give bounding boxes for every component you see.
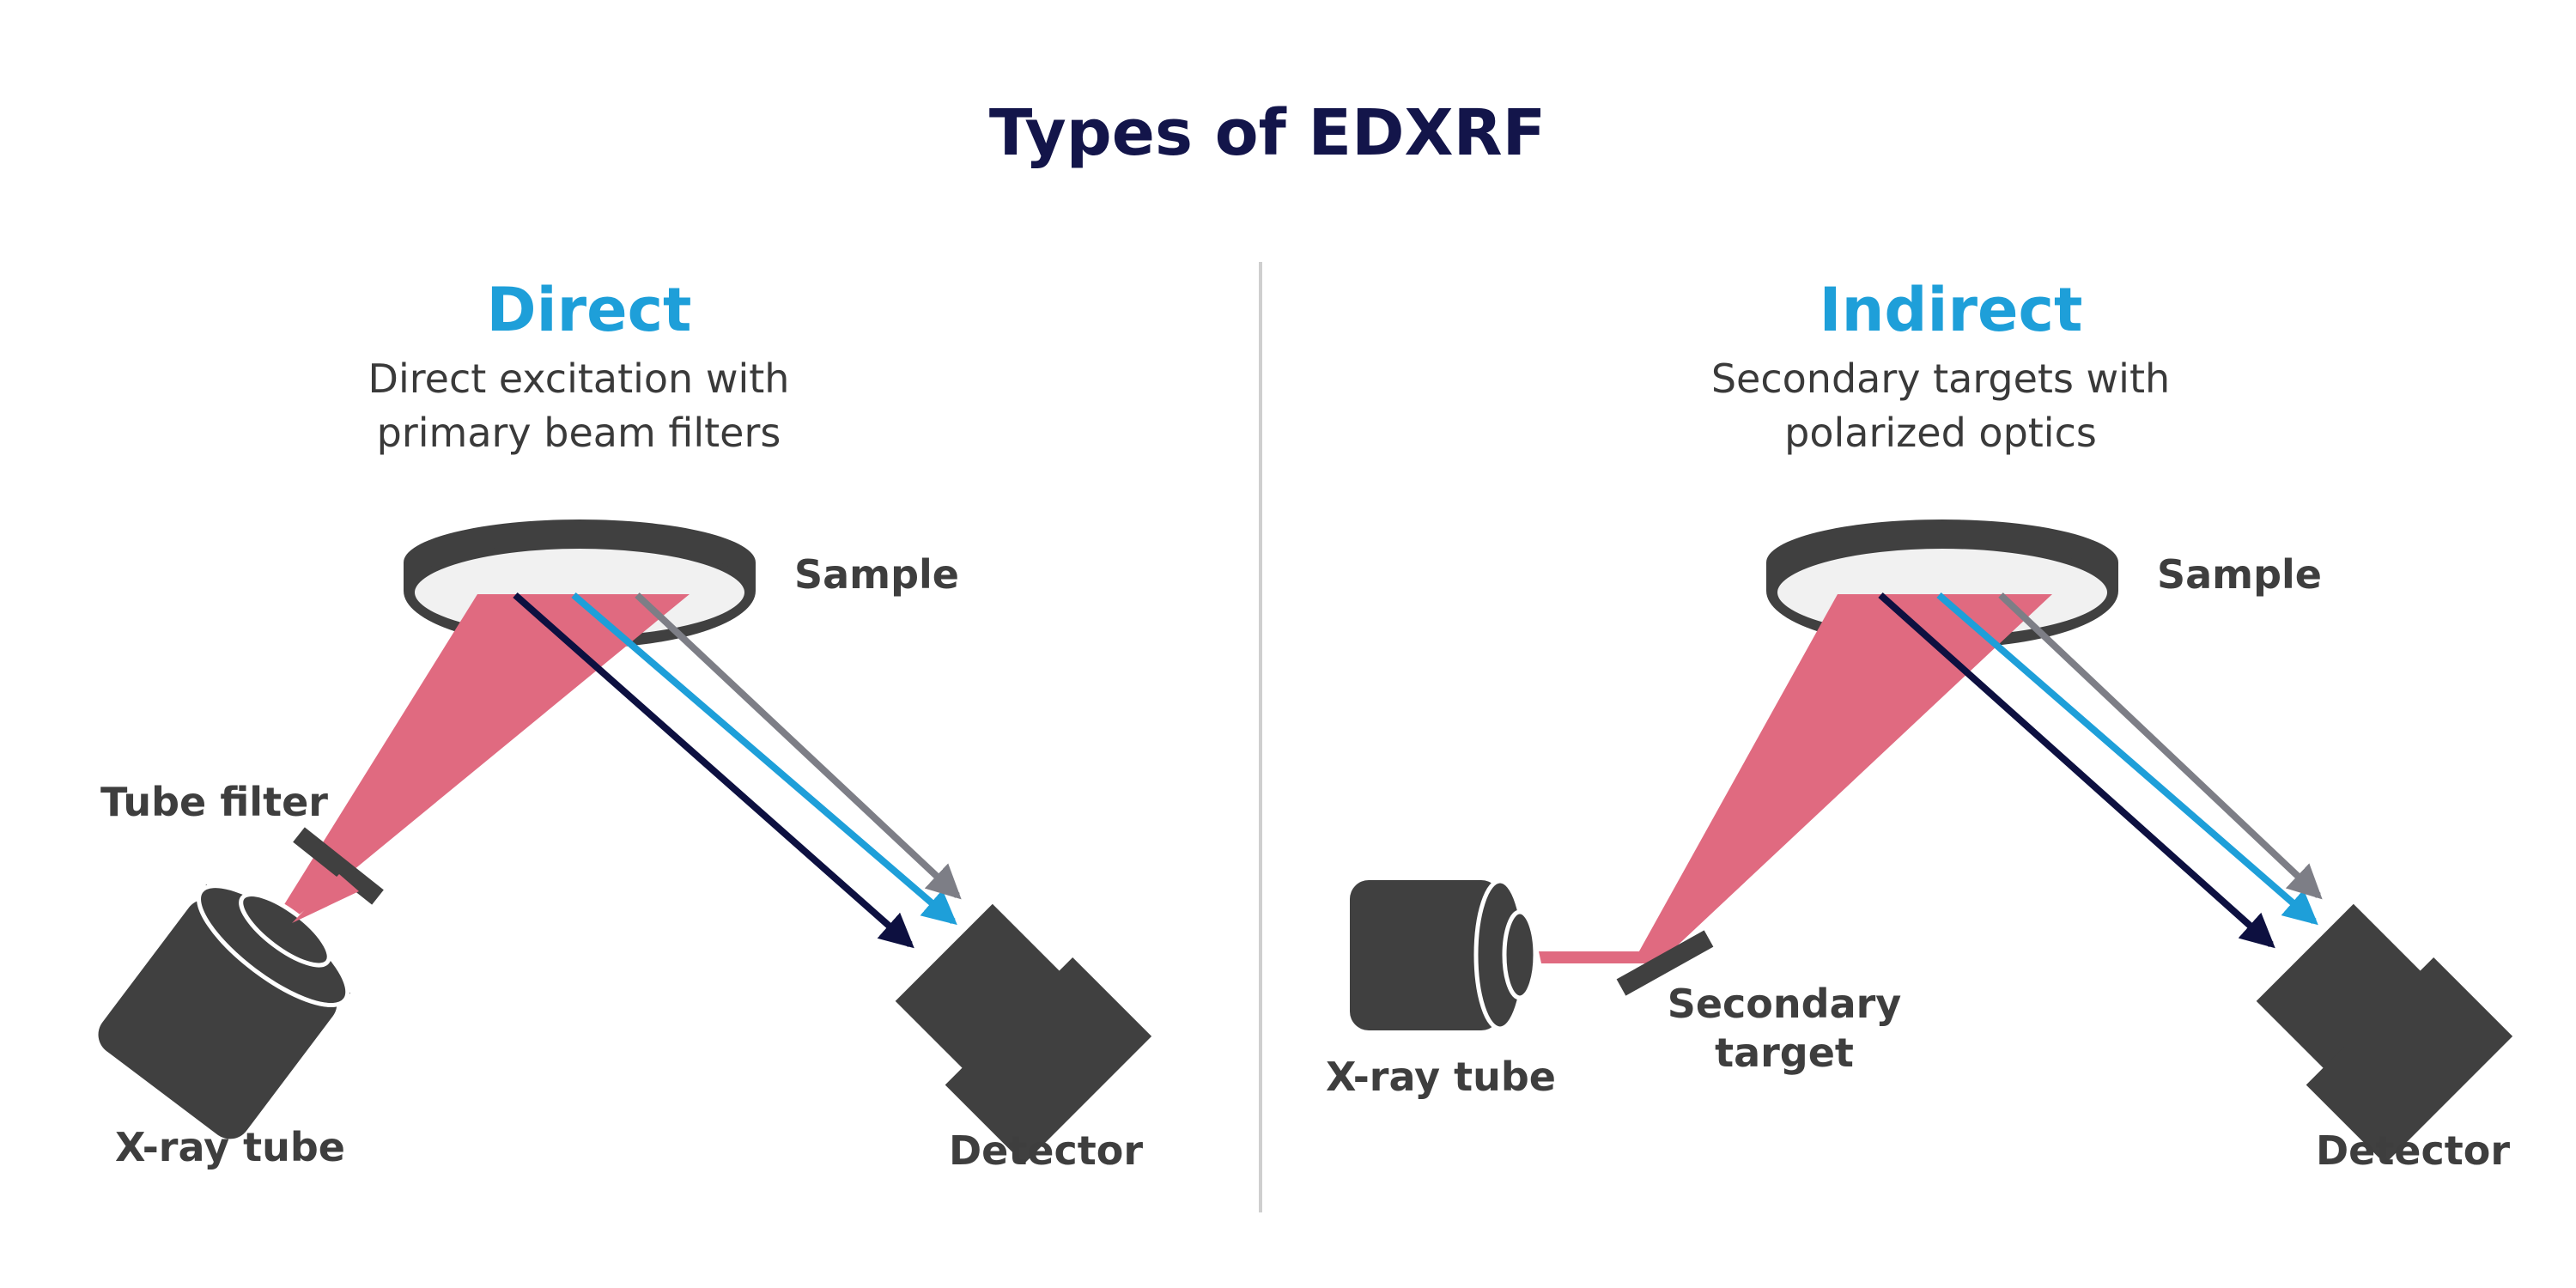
indirect-xray-tube bbox=[1350, 878, 1538, 1031]
indirect-ray-blue bbox=[1936, 592, 2318, 926]
direct-ray-blue bbox=[571, 592, 957, 926]
indirect-ray-gray bbox=[1998, 592, 2323, 900]
indirect-subtitle-line-2: polarized optics bbox=[1784, 410, 2097, 456]
indirect-xray-tube-label: X-ray tube bbox=[1326, 1054, 1556, 1100]
indirect-detector bbox=[2256, 903, 2513, 1164]
indirect-ray-navy bbox=[1878, 592, 2275, 949]
direct-xray-tube bbox=[98, 884, 351, 1139]
secondary-target bbox=[1616, 930, 1714, 996]
secondary-target-label-line-1: Secondary bbox=[1668, 981, 1902, 1027]
tube-filter bbox=[293, 827, 384, 905]
direct-primary-beam bbox=[283, 594, 690, 917]
indirect-panel: Indirect Secondary targets with polarize… bbox=[1326, 275, 2513, 1174]
direct-beam-tail bbox=[292, 874, 359, 923]
direct-detector-label: Detector bbox=[949, 1127, 1143, 1174]
direct-sample-label: Sample bbox=[794, 551, 959, 598]
direct-ray-gray bbox=[635, 592, 962, 900]
direct-panel: Direct Direct excitation with primary be… bbox=[98, 275, 1152, 1174]
page-title: Types of EDXRF bbox=[989, 96, 1546, 170]
direct-subtitle-line-2: primary beam filters bbox=[377, 410, 781, 456]
direct-detector bbox=[895, 903, 1152, 1164]
indirect-primary-beam bbox=[1539, 951, 1668, 963]
indirect-subtitle-line-1: Secondary targets with bbox=[1711, 355, 2170, 402]
direct-ray-navy bbox=[513, 592, 914, 949]
indirect-title: Indirect bbox=[1820, 275, 2083, 345]
tube-filter-label: Tube filter bbox=[100, 779, 328, 825]
direct-xray-tube-label: X-ray tube bbox=[115, 1124, 345, 1170]
indirect-sample-label: Sample bbox=[2157, 551, 2322, 598]
secondary-target-label-line-2: target bbox=[1715, 1030, 1854, 1076]
indirect-detector-label: Detector bbox=[2316, 1127, 2510, 1174]
direct-subtitle-line-1: Direct excitation with bbox=[368, 355, 790, 402]
indirect-secondary-beam bbox=[1636, 594, 2052, 966]
direct-title: Direct bbox=[486, 275, 691, 345]
